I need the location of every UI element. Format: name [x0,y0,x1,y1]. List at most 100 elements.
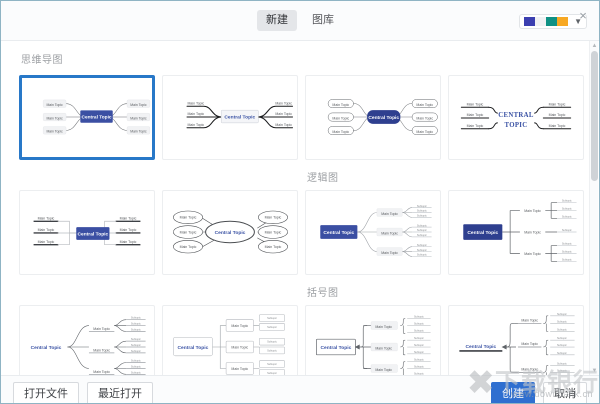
svg-text:Main Topic: Main Topic [375,346,392,350]
tab-bar: 新建 图库 [257,10,343,31]
svg-text:Subtopic: Subtopic [557,363,568,366]
svg-text:Main Topic: Main Topic [416,130,433,134]
svg-text:Subtopic: Subtopic [557,344,568,347]
svg-text:Main Topic: Main Topic [467,102,484,106]
svg-text:Subtopic: Subtopic [267,349,278,352]
svg-text:Central Topic: Central Topic [465,344,496,350]
swatch-orange [557,17,569,26]
svg-text:Subtopic: Subtopic [267,372,278,375]
theme-color-picker[interactable]: ▼ [519,14,587,29]
svg-text:Subtopic: Subtopic [131,360,142,363]
svg-text:Main Topic: Main Topic [120,240,137,244]
template-card-bracket-2[interactable]: Central Topic [448,305,584,375]
svg-text:Main Topic: Main Topic [38,228,55,232]
tab-gallery[interactable]: 图库 [312,14,334,27]
svg-text:CENTRAL: CENTRAL [498,112,534,119]
svg-text:Main Topic: Main Topic [187,101,204,105]
svg-text:Main Topic: Main Topic [93,327,110,331]
section-header-row-2: 括号图 [19,282,584,299]
svg-text:Main Topic: Main Topic [381,231,398,235]
scrollbar-thumb[interactable] [591,51,598,181]
svg-text:Subtopic: Subtopic [562,215,573,218]
svg-text:Main Topic: Main Topic [180,245,197,249]
footer-left-actions: 打开文件 最近打开 [13,381,153,403]
section-title-mindmap: 思维导图 [21,55,63,66]
recent-files-button[interactable]: 最近打开 [87,381,153,403]
svg-text:Main Topic: Main Topic [416,117,433,121]
svg-text:Subtopic: Subtopic [267,317,278,320]
svg-text:Main Topic: Main Topic [521,367,538,371]
template-scroll-area: 思维导图 [1,41,599,375]
svg-text:Subtopic: Subtopic [557,313,568,316]
close-icon[interactable]: × [579,7,587,23]
svg-text:Subtopic: Subtopic [562,243,573,246]
svg-text:Main Topic: Main Topic [130,116,147,120]
svg-text:Central Topic: Central Topic [368,115,399,121]
tab-new[interactable]: 新建 [257,10,297,31]
svg-text:Subtopic: Subtopic [417,234,428,237]
svg-text:Subtopic: Subtopic [562,229,573,232]
svg-text:Subtopic: Subtopic [131,328,142,331]
swatch-light [535,17,547,26]
svg-text:Main Topic: Main Topic [332,130,349,134]
svg-text:Subtopic: Subtopic [557,321,568,324]
create-button[interactable]: 创建 [491,381,535,403]
svg-text:Main Topic: Main Topic [46,116,63,120]
svg-text:Subtopic: Subtopic [557,337,568,340]
svg-text:Central Topic: Central Topic [82,114,112,120]
swatch-teal [546,17,558,26]
svg-text:Subtopic: Subtopic [131,323,142,326]
svg-text:Main Topic: Main Topic [265,245,282,249]
svg-text:Subtopic: Subtopic [267,341,278,344]
svg-text:Main Topic: Main Topic [38,240,55,244]
svg-text:Subtopic: Subtopic [131,366,142,369]
scroll-down-arrow-icon[interactable]: ▼ [591,367,598,374]
cancel-button[interactable]: 取消 [543,381,587,403]
svg-text:Subtopic: Subtopic [557,352,568,355]
svg-text:Subtopic: Subtopic [562,200,573,203]
svg-text:Central Topic: Central Topic [467,230,498,236]
svg-text:Main Topic: Main Topic [375,325,392,329]
svg-text:TOPIC: TOPIC [505,122,528,129]
svg-text:Subtopic: Subtopic [417,224,428,227]
svg-text:Subtopic: Subtopic [131,338,142,341]
svg-text:Subtopic: Subtopic [562,208,573,211]
svg-text:Subtopic: Subtopic [562,251,573,254]
svg-text:Subtopic: Subtopic [267,326,278,329]
svg-text:Main Topic: Main Topic [231,345,248,349]
section-title-logic: 逻辑图 [307,173,339,184]
svg-text:Main Topic: Main Topic [120,228,137,232]
template-preview: Central Topic [459,313,575,375]
open-file-button[interactable]: 打开文件 [13,381,79,403]
svg-text:Main Topic: Main Topic [275,101,292,105]
svg-text:Subtopic: Subtopic [417,210,428,213]
theme-swatches [524,17,569,26]
scroll-up-arrow-icon[interactable]: ▲ [591,42,598,49]
svg-text:Main Topic: Main Topic [416,103,433,107]
svg-text:Subtopic: Subtopic [417,229,428,232]
svg-text:Main Topic: Main Topic [375,368,392,372]
vertical-scrollbar[interactable]: ▲ ▼ [589,41,598,375]
svg-text:Main Topic: Main Topic [524,209,541,213]
svg-text:Main Topic: Main Topic [549,102,566,106]
